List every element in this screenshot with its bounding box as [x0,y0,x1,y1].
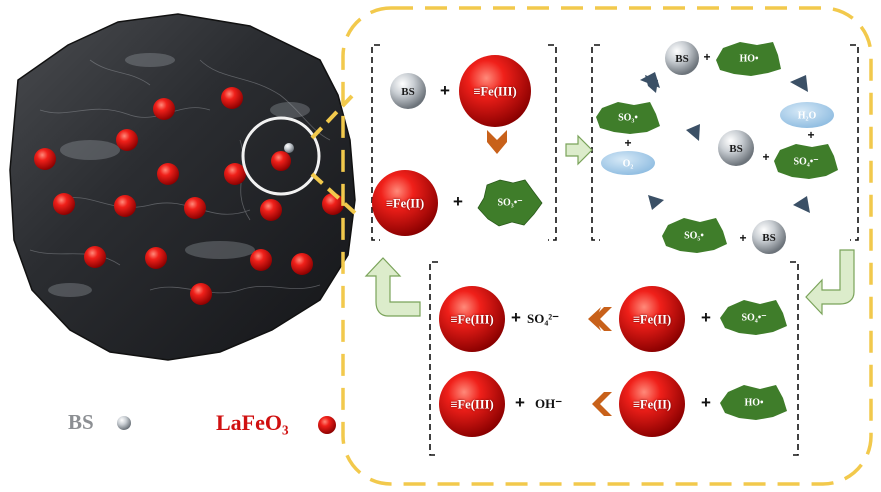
flow-arrows [364,134,855,317]
box2-shapes [596,41,838,254]
zoom-connectors [310,94,357,215]
mechanism-panel-border [341,6,873,486]
box1-shapes [372,55,543,236]
rock-hexagon [9,13,356,361]
legend-bs-icon [117,416,131,430]
box3-shapes [439,286,787,437]
lafeo3-particles [34,87,344,305]
zoom-circle [241,116,321,196]
legend-lafeo3-icon [318,416,336,434]
brackets [371,44,859,456]
